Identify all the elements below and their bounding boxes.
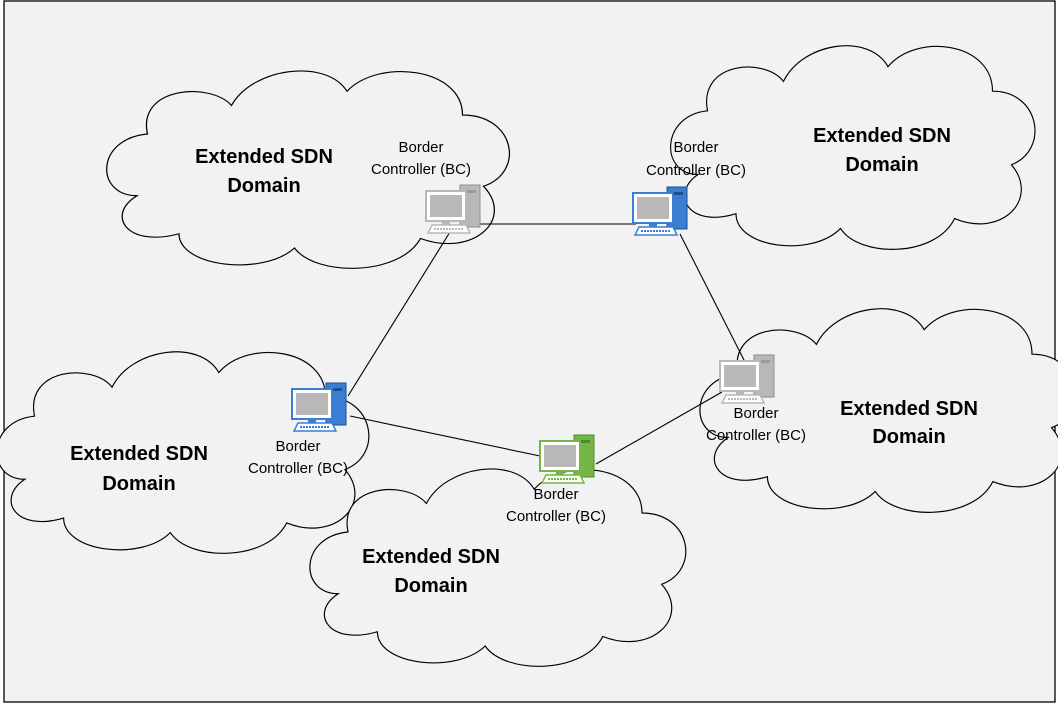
svg-text:Domain: Domain (394, 575, 467, 597)
computer-icon (425, 184, 481, 234)
svg-text:Controller (BC): Controller (BC) (706, 427, 806, 444)
domain-cloud (309, 468, 687, 667)
link-line (347, 231, 451, 397)
svg-text:Controller (BC): Controller (BC) (506, 508, 606, 525)
controller-label: Border Controller (BC) (371, 139, 471, 178)
svg-text:Extended SDN: Extended SDN (813, 125, 951, 147)
svg-text:Controller (BC): Controller (BC) (371, 161, 471, 178)
link-line (349, 415, 541, 457)
svg-text:Border: Border (673, 139, 718, 156)
domain-label: Extended SDN Domain (840, 398, 978, 448)
controller-label: Border Controller (BC) (706, 405, 806, 444)
domain-cloud (0, 351, 370, 554)
svg-text:Domain: Domain (845, 154, 918, 176)
computer-icon (291, 382, 347, 432)
domain-cloud (699, 308, 1058, 513)
svg-text:Domain: Domain (102, 473, 175, 495)
svg-text:Border: Border (733, 405, 778, 422)
svg-text:Extended SDN: Extended SDN (70, 443, 208, 465)
svg-text:Extended SDN: Extended SDN (195, 146, 333, 168)
controller-label: Border Controller (BC) (506, 486, 606, 525)
computer-icon (632, 186, 688, 236)
link-line (595, 391, 723, 465)
domain-cloud (670, 45, 1036, 250)
computer-icon (539, 434, 595, 484)
controller-label: Border Controller (BC) (646, 139, 746, 179)
controller-label: Border Controller (BC) (248, 438, 348, 477)
domain-label: Extended SDN Domain (70, 443, 208, 495)
computer-icon (719, 354, 775, 404)
svg-text:Extended SDN: Extended SDN (840, 398, 978, 420)
svg-text:Extended SDN: Extended SDN (362, 546, 500, 568)
svg-text:Border: Border (275, 438, 320, 455)
domain-label: Extended SDN Domain (813, 125, 951, 176)
domain-cloud (106, 70, 510, 269)
svg-text:Controller (BC): Controller (BC) (248, 460, 348, 477)
svg-text:Border: Border (533, 486, 578, 503)
domain-label: Extended SDN Domain (362, 546, 500, 597)
domain-label: Extended SDN Domain (195, 146, 333, 197)
svg-text:Domain: Domain (227, 175, 300, 197)
svg-text:Controller (BC): Controller (BC) (646, 162, 746, 179)
link-line (679, 233, 746, 363)
svg-text:Border: Border (398, 139, 443, 156)
svg-text:Domain: Domain (872, 426, 945, 448)
